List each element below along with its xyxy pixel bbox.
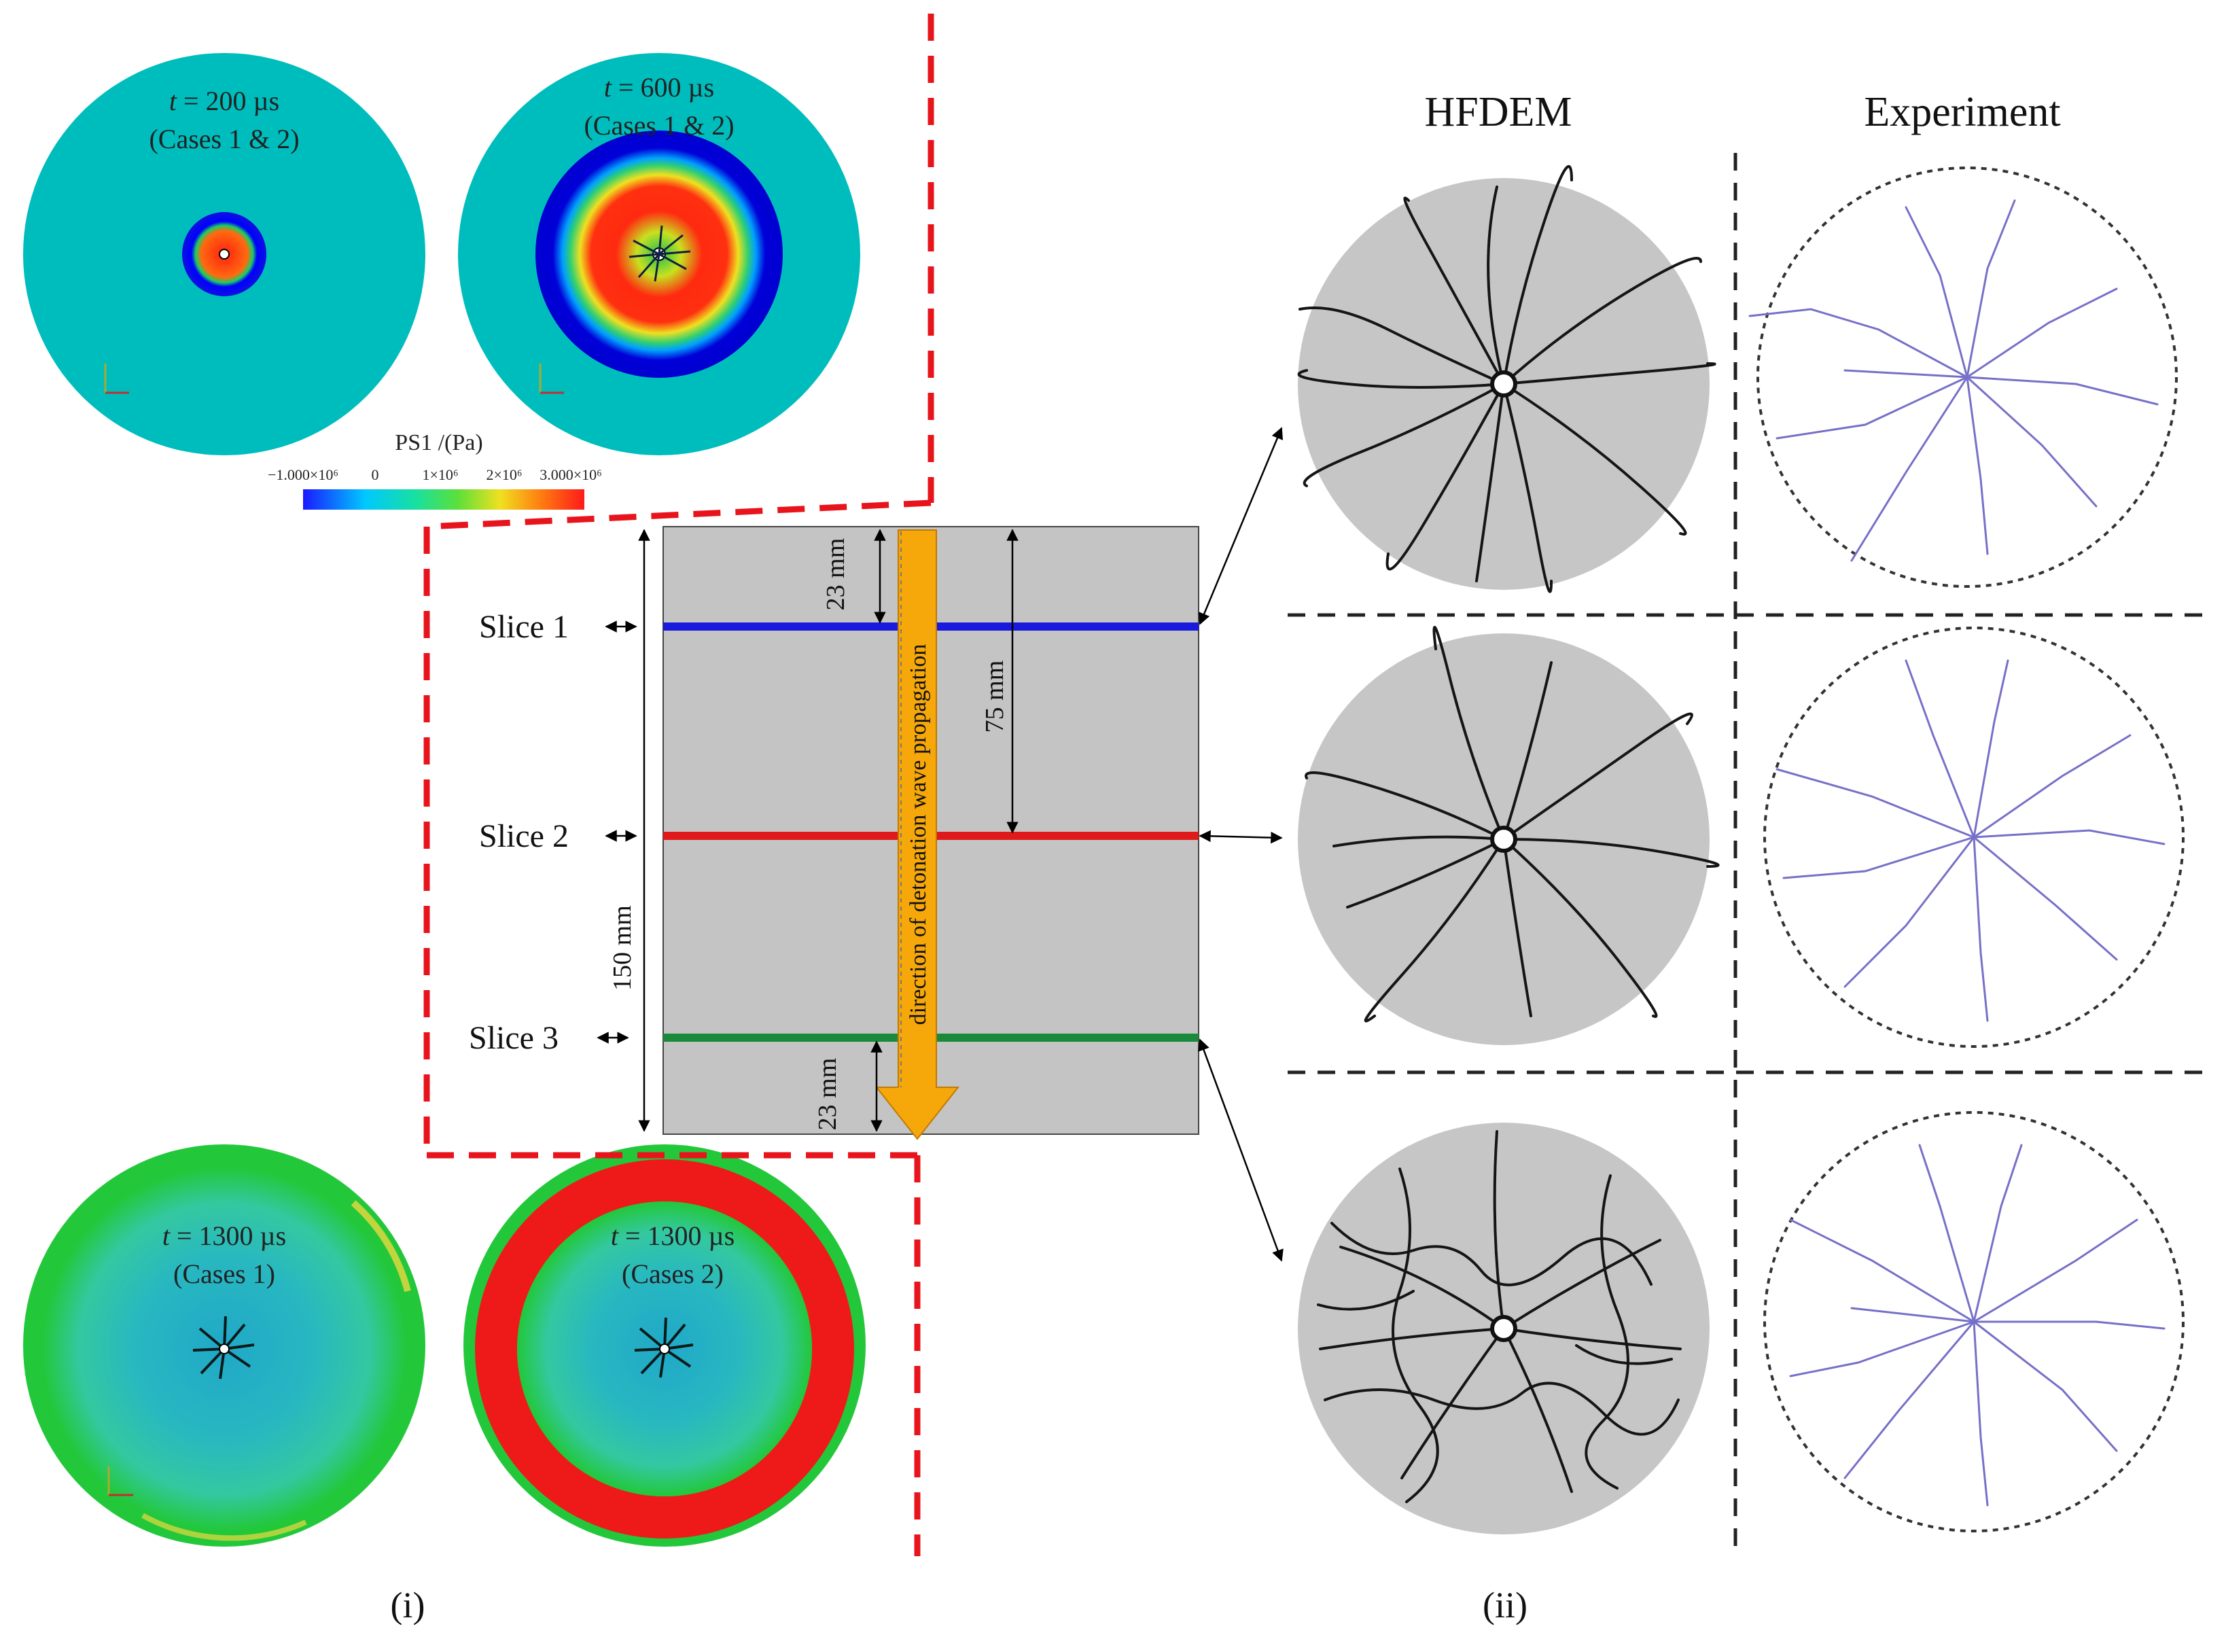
yellow-streak (351, 1200, 411, 1293)
near-field-cracks (629, 225, 691, 282)
snapshot-time: t = 1300 µs (162, 1220, 286, 1251)
colorbar-tick: 3.000×10⁶ (540, 466, 602, 483)
snapshot-1300us-case1: t = 1300 µs (Cases 1) (23, 1144, 425, 1547)
panel-label-i: (i) (391, 1585, 425, 1625)
borehole (219, 1343, 230, 1354)
colorbar-tick: 0 (372, 466, 379, 483)
dashed-frame (423, 14, 934, 1556)
snapshot-time: t = 200 µs (169, 86, 279, 116)
experiment-slice-2 (1763, 627, 2185, 1048)
borehole (659, 1343, 670, 1354)
colorbar-title: PS1 /(Pa) (395, 430, 482, 455)
dim-label: 23 mm (813, 1058, 842, 1131)
detonation-arrow-icon (874, 529, 960, 1140)
crack-traces (1776, 659, 2166, 1022)
column-header-hfdem: HFDEM (1424, 89, 1572, 135)
snapshot-1300us-case2: t = 1300 µs (Cases 2) (463, 1144, 866, 1547)
slice-label: Slice 2 (479, 818, 569, 854)
arrow-label: direction of detonation wave propagation (906, 644, 931, 1025)
snapshot-time: t = 600 µs (604, 72, 714, 103)
hfdem-slice-1 (1297, 165, 1716, 593)
dim-label: 150 mm (608, 905, 637, 991)
yellow-streak (141, 1513, 307, 1541)
slice-label: Slice 3 (469, 1020, 559, 1056)
dim-label: 75 mm (980, 661, 1009, 733)
axis-triad-icon (107, 1466, 133, 1496)
dim-label: 23 mm (822, 538, 850, 611)
connector-arrow (1199, 830, 1283, 844)
connector-arrow (1198, 427, 1284, 625)
column-header-experiment: Experiment (1864, 89, 2060, 135)
borehole (1490, 370, 1517, 398)
near-field-cracks (634, 1317, 694, 1378)
borehole (1490, 1315, 1517, 1342)
colorbar-tick: 2×10⁶ (486, 466, 522, 483)
crack-network (1297, 165, 1716, 593)
axis-triad-icon (104, 364, 129, 394)
crack-network (1305, 626, 1720, 1023)
red-ring (475, 1159, 854, 1539)
snapshot-600us: t = 600 µs (Cases 1 & 2) (458, 53, 860, 455)
crack-traces (1748, 199, 2159, 562)
borehole (1490, 826, 1517, 853)
colorbar-tick: −1.000×10⁶ (268, 466, 338, 483)
snapshot-case: (Cases 1 & 2) (584, 110, 734, 141)
colorbar-gradient (303, 489, 584, 510)
snapshot-case: (Cases 1 & 2) (149, 124, 299, 154)
snapshot-case: (Cases 1) (173, 1259, 275, 1289)
snapshot-200us: t = 200 µs (Cases 1 & 2) (23, 53, 425, 455)
panel-label-ii: (ii) (1483, 1585, 1527, 1625)
hfdem-slice-3 (1298, 1123, 1710, 1534)
experiment-slice-3 (1763, 1111, 2185, 1532)
grid-dividers (1288, 153, 2208, 1553)
snapshot-time: t = 1300 µs (611, 1220, 735, 1251)
crack-traces (1789, 1144, 2166, 1507)
colorbar-tick: 1×10⁶ (422, 466, 458, 483)
slice-label: Slice 1 (479, 609, 569, 645)
axis-triad-icon (539, 364, 564, 394)
experiment-slice-1 (1748, 166, 2178, 588)
colorbar: PS1 /(Pa) −1.000×10⁶ 0 1×10⁶ 2×10⁶ 3.000… (268, 430, 602, 510)
specimen-schematic: direction of detonation wave propagation… (469, 427, 1284, 1262)
connector-arrow (1198, 1038, 1284, 1262)
borehole (219, 249, 230, 260)
near-field-cracks (192, 1316, 255, 1379)
crack-network (1317, 1130, 1682, 1503)
snapshot-case: (Cases 2) (622, 1259, 724, 1289)
hfdem-slice-2 (1298, 626, 1720, 1045)
